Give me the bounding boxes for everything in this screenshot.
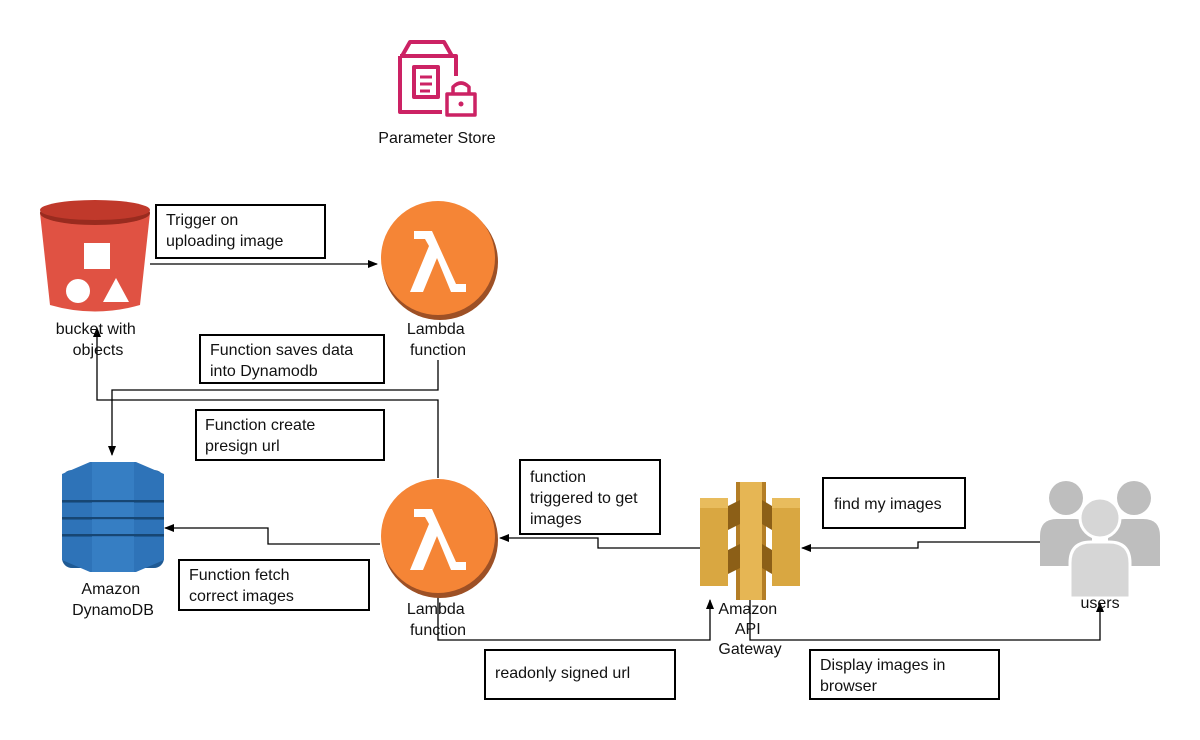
- note-find-images: find my images: [822, 477, 966, 529]
- dynamodb-node: Amazon DynamoDB: [62, 462, 164, 619]
- connectors: [93, 260, 1104, 641]
- svg-text:Function create presign: Function create presign url: [205, 417, 320, 455]
- lambda-top-label: Lambda function: [407, 321, 469, 359]
- note-fetch-images: Function fetch correct images: [178, 559, 370, 611]
- svg-text:Function fetch correct i: Function fetch correct images: [189, 567, 294, 605]
- users-node: users: [1040, 481, 1160, 612]
- s3-bucket-label: bucket with objects: [56, 321, 141, 359]
- connector-users-to-apigw: [801, 541, 1040, 552]
- lambda-bottom-node: Lambda function: [381, 479, 498, 639]
- svg-text:Display images in browse: Display images in browser: [820, 657, 950, 695]
- connector-lambda-bottom-to-dynamodb: [164, 524, 380, 545]
- api-gateway-node: Amazon API Gateway: [700, 482, 800, 658]
- note-saves-data: Function saves data into Dynamodb: [199, 334, 385, 384]
- note-readonly-url: readonly signed url: [484, 649, 676, 700]
- connector-lambda-top-to-dynamodb: [108, 360, 439, 456]
- svg-text:function triggered to ge: function triggered to get images: [530, 469, 642, 528]
- lambda-icon: [381, 479, 498, 598]
- users-icon: [1040, 481, 1160, 600]
- connector-apigw-to-lambda-bottom: [499, 534, 700, 549]
- note-trigger-upload: Trigger on uploading image: [155, 204, 326, 259]
- dynamodb-icon: [62, 462, 164, 572]
- lambda-top-node: Lambda function: [381, 201, 498, 359]
- svg-text:readonly signed url: readonly signed url: [495, 665, 630, 682]
- users-label: users: [1080, 595, 1119, 612]
- dynamodb-label: Amazon DynamoDB: [72, 581, 154, 619]
- svg-text:find my images: find my images: [834, 496, 942, 513]
- svg-text:Trigger on uploading ima: Trigger on uploading image: [166, 212, 284, 250]
- parameter-store-label: Parameter Store: [378, 130, 495, 147]
- api-gateway-label: Amazon API Gateway: [718, 601, 781, 658]
- note-create-presign: Function create presign url: [195, 409, 385, 461]
- note-display-images: Display images in browser: [809, 649, 1000, 700]
- note-triggered-get: function triggered to get images: [519, 459, 661, 535]
- connector-lambda-bottom-to-apigw: [437, 592, 714, 641]
- lambda-bottom-label: Lambda function: [407, 601, 469, 639]
- parameter-store-node: Parameter Store: [378, 40, 496, 147]
- s3-bucket-node: bucket with objects: [40, 200, 150, 359]
- connector-apigw-to-users: [749, 600, 1104, 641]
- lambda-icon: [381, 201, 498, 320]
- connector-lambda-bottom-to-s3: [93, 327, 439, 478]
- s3-bucket-icon: [40, 200, 150, 312]
- parameter-store-icon: [398, 40, 477, 117]
- api-gateway-icon: [700, 482, 800, 600]
- svg-text:Function saves data into: Function saves data into Dynamodb: [210, 342, 358, 380]
